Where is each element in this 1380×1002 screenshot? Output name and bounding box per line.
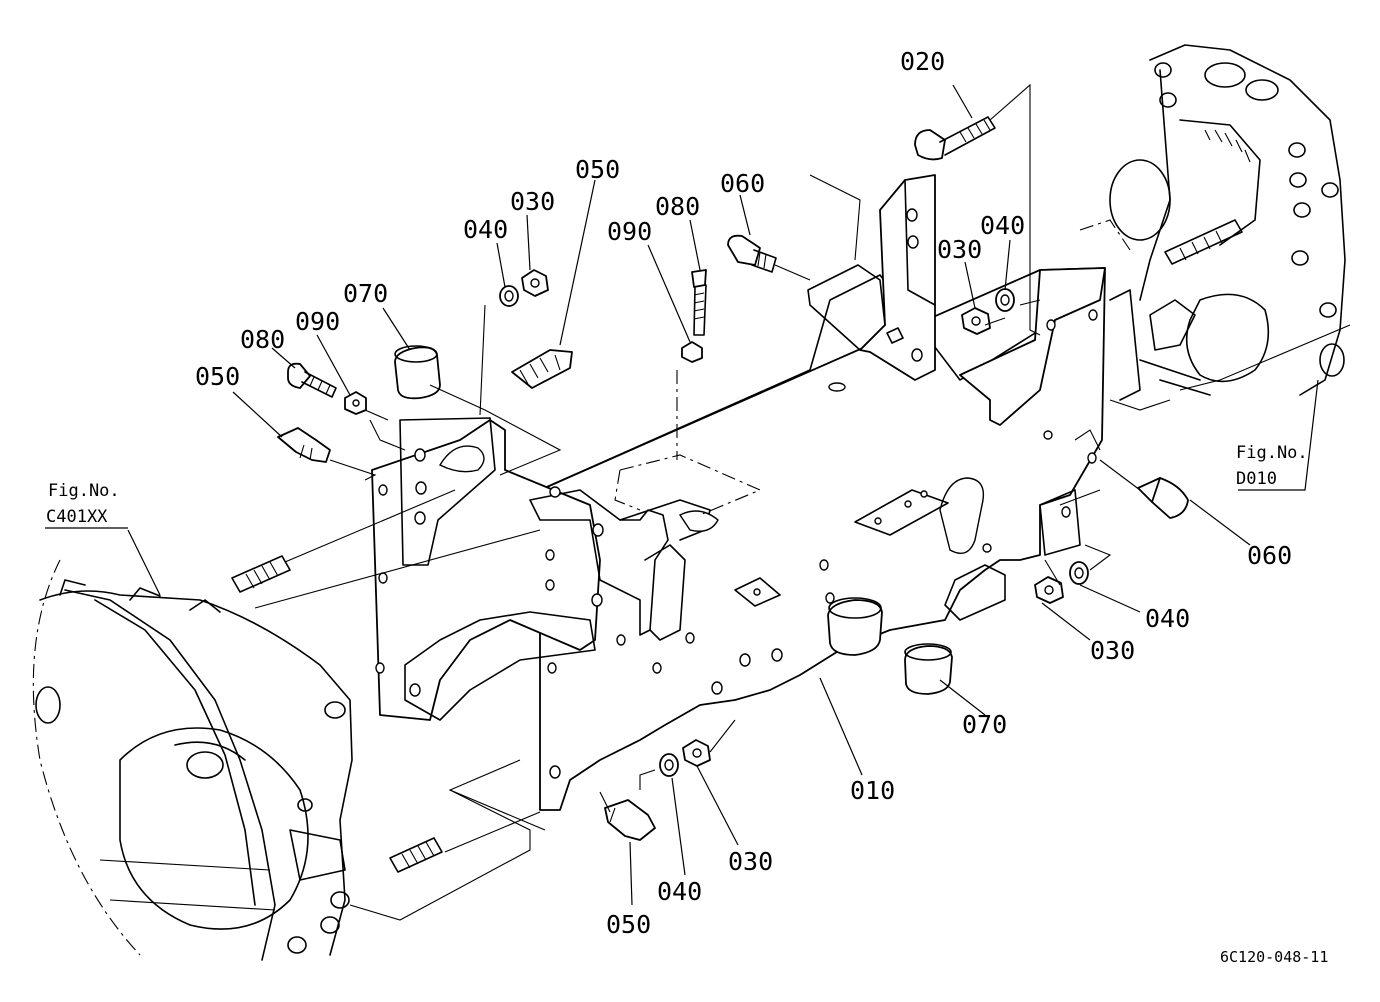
nut-030-lower — [682, 739, 711, 767]
bolt-060-upper — [727, 234, 777, 273]
part-labels: 020 050 030 040 060 080 090 040 030 070 … — [195, 47, 1292, 939]
figure-references: Fig.No. C401XX Fig.No. D010 — [45, 443, 1308, 529]
bushing-070-lower — [904, 643, 953, 695]
label-020: 020 — [900, 47, 945, 76]
nut-030-upper-left — [521, 269, 549, 297]
fig-ref-right-title: Fig.No. — [1236, 443, 1308, 463]
label-090-left: 090 — [295, 307, 340, 336]
left-clutch-housing — [32, 559, 353, 961]
label-070-right: 070 — [962, 710, 1007, 739]
bolt-020 — [914, 116, 996, 161]
label-050-bottom: 050 — [606, 910, 651, 939]
assembly-lines — [254, 83, 1351, 921]
nut-090-upper — [681, 341, 703, 363]
leader-lines — [127, 84, 1319, 906]
label-070-top: 070 — [343, 279, 388, 308]
label-040-top-left: 040 — [463, 215, 508, 244]
bolt-080-left — [287, 362, 337, 398]
label-080-left: 080 — [240, 325, 285, 354]
washer-040-right — [1069, 561, 1089, 585]
right-transmission-case — [1079, 44, 1346, 401]
label-080-top: 080 — [655, 192, 700, 221]
label-050-top: 050 — [575, 155, 620, 184]
fig-ref-left-code: C401XX — [46, 507, 108, 527]
stud-bolt-upper-left — [231, 555, 291, 593]
bolt-050-upper — [511, 349, 573, 389]
main-frame-010 — [371, 174, 1106, 811]
nut-030-right — [1034, 576, 1064, 604]
label-030-top-left: 030 — [510, 187, 555, 216]
drawing-code: 6C120-048-11 — [1220, 948, 1328, 966]
label-090-top: 090 — [607, 217, 652, 246]
label-060-right: 060 — [1247, 541, 1292, 570]
label-030-bottom: 030 — [728, 847, 773, 876]
label-060-top: 060 — [720, 169, 765, 198]
bolt-060-right — [1137, 477, 1189, 519]
bolt-050-lower — [604, 799, 656, 841]
stud-bolt-lower-left — [389, 837, 443, 873]
fig-ref-left-title: Fig.No. — [48, 481, 120, 501]
label-040-right: 040 — [1145, 604, 1190, 633]
bolt-050-left — [277, 427, 331, 463]
bushing-070-center — [827, 597, 883, 656]
label-040-top-right: 040 — [980, 211, 1025, 240]
label-050-left: 050 — [195, 362, 240, 391]
label-040-bottom: 040 — [657, 877, 702, 906]
washer-040-upper-left — [499, 285, 519, 307]
label-010: 010 — [850, 776, 895, 805]
label-030-right: 030 — [1090, 636, 1135, 665]
nut-090-left — [344, 391, 367, 415]
fig-ref-right-code: D010 — [1236, 469, 1277, 489]
bushing-070-upper — [394, 345, 441, 400]
label-030-top-right: 030 — [937, 235, 982, 264]
washer-040-upper-right — [995, 288, 1015, 312]
washer-040-lower — [659, 753, 679, 777]
bolt-080-upper — [691, 269, 707, 336]
